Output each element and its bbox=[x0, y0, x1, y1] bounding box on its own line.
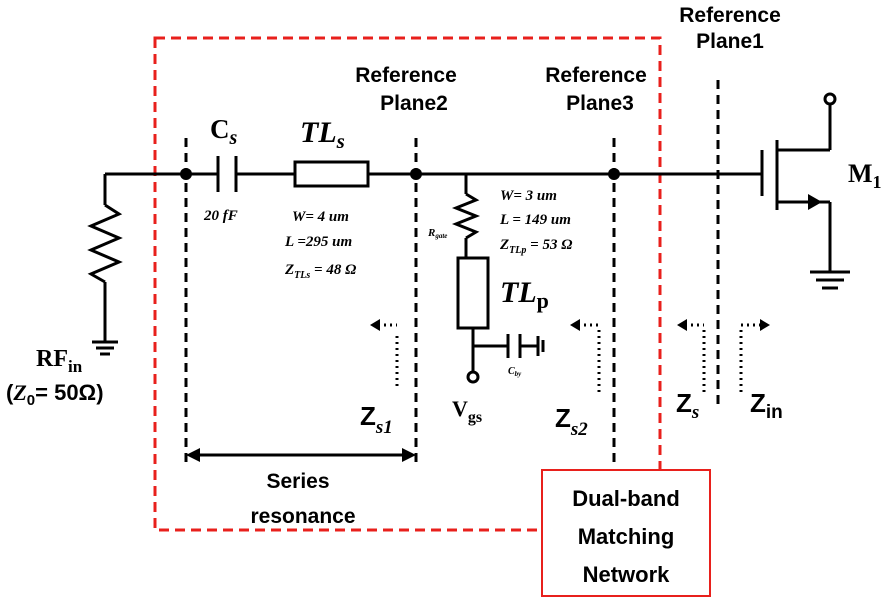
drain-terminal bbox=[823, 92, 837, 106]
zin-label: Zin bbox=[750, 388, 783, 423]
m1-label: M1 bbox=[848, 159, 882, 192]
network-label-box bbox=[541, 469, 711, 597]
tlp-width: W= 3 um bbox=[500, 188, 557, 204]
zs-label: Zs bbox=[676, 388, 699, 423]
vgs-terminal bbox=[466, 370, 480, 384]
zin-arrow-icon bbox=[760, 319, 770, 331]
ref-plane2-title-a: Reference bbox=[355, 64, 457, 87]
rgate-label: Rgate bbox=[427, 227, 447, 240]
network-title-3: Network bbox=[583, 562, 671, 587]
tls-label: TLs bbox=[300, 116, 345, 153]
tlp-impedance: ZTLp = 53 Ω bbox=[499, 237, 572, 256]
ref-plane3-title-b: Plane3 bbox=[566, 92, 634, 115]
network-title-2: Matching bbox=[578, 524, 675, 549]
rf-source-resistor bbox=[87, 174, 123, 342]
cs-value: 20 fF bbox=[203, 208, 238, 224]
vgs-label: Vgs bbox=[452, 396, 482, 426]
transistor-m1 bbox=[760, 104, 832, 272]
ref-plane2-title-b: Plane2 bbox=[380, 92, 448, 115]
z0-label: (Z0= 50Ω) bbox=[6, 380, 104, 409]
bypass-capacitor bbox=[506, 334, 538, 358]
rf-ground-icon bbox=[92, 340, 118, 356]
transistor-arrow-icon bbox=[808, 194, 822, 210]
gate-resistor bbox=[451, 174, 481, 258]
ref-plane1-title-b: Plane1 bbox=[696, 30, 764, 53]
tls-impedance: ZTLs = 48 Ω bbox=[284, 262, 356, 281]
parallel-transmission-line bbox=[456, 256, 490, 330]
tls-width: W= 4 um bbox=[292, 209, 349, 225]
matching-network-boundary bbox=[153, 36, 662, 532]
source-ground-icon bbox=[810, 270, 850, 290]
zs2-arrow-icon bbox=[570, 319, 580, 331]
series-transmission-line bbox=[293, 160, 370, 188]
tlp-label: TLp bbox=[500, 276, 549, 313]
zs-arrow-icon bbox=[677, 319, 687, 331]
bypass-ground-icon bbox=[536, 336, 545, 356]
tls-length: L =295 um bbox=[284, 234, 352, 250]
series-resonance-subtitle: resonance bbox=[250, 505, 355, 528]
series-resonance-title: Series bbox=[266, 470, 329, 493]
tlp-length: L = 149 um bbox=[499, 212, 571, 228]
bias-line bbox=[471, 328, 508, 372]
zs1-label: Zs1 bbox=[360, 401, 393, 438]
zs1-arrow-icon bbox=[370, 319, 380, 331]
cs-label: Cs bbox=[210, 114, 238, 149]
ref-plane1-title-a: Reference bbox=[679, 4, 781, 27]
rfin-label: RFin bbox=[36, 346, 83, 376]
cby-label: Cby bbox=[508, 366, 522, 378]
ref-plane3-title-a: Reference bbox=[545, 64, 647, 87]
series-capacitor bbox=[216, 156, 238, 192]
series-resonance-arrow bbox=[186, 448, 416, 462]
network-title-1: Dual-band bbox=[572, 486, 680, 511]
zs2-label: Zs2 bbox=[555, 403, 588, 440]
